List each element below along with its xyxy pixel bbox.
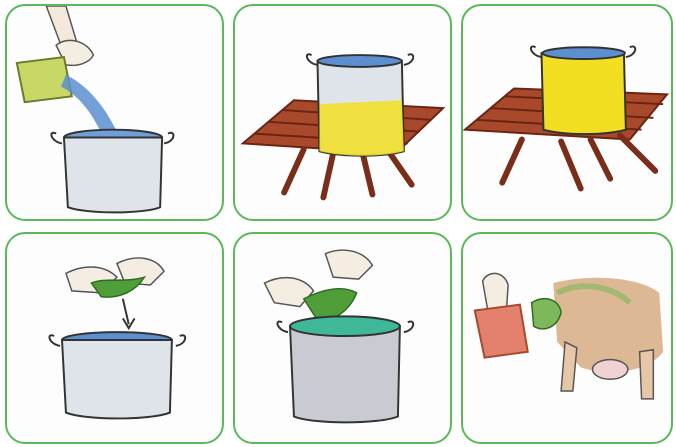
pot-icon <box>62 340 172 418</box>
pot-handle-right <box>164 133 173 144</box>
pot-handle-left <box>277 322 288 333</box>
panel-feed-cow <box>461 232 673 444</box>
hand-shape-right <box>325 250 372 279</box>
pot-handle-right <box>176 335 185 346</box>
feed-cow-drawing <box>463 234 671 442</box>
panel-stir-herbs <box>233 232 452 444</box>
pot-icon <box>64 138 162 213</box>
panel-boiling <box>461 4 673 221</box>
fire-flames <box>319 100 403 155</box>
pot-on-fire-drawing <box>235 6 450 219</box>
cow-udder <box>593 360 628 380</box>
pour-water-drawing <box>7 6 222 219</box>
boiling-drawing <box>463 6 671 219</box>
pot-rim <box>317 55 401 67</box>
pot-handle-right <box>404 54 413 65</box>
panel-add-herbs <box>5 232 224 444</box>
pot-handle-left <box>307 54 318 65</box>
pot-handle-left <box>49 335 60 346</box>
pot-handle-left <box>51 133 62 144</box>
jug-icon <box>17 57 72 102</box>
pot-icon <box>541 53 625 134</box>
pot-handle-right <box>404 322 413 333</box>
panel-pour-water <box>5 4 224 221</box>
pot-rim-green-liquid <box>290 316 400 336</box>
fire-logs <box>502 136 655 189</box>
pot-rim <box>542 47 624 59</box>
add-herbs-drawing <box>7 234 222 442</box>
pot-handle-right <box>626 46 635 57</box>
fire-logs <box>284 149 412 197</box>
stir-herbs-drawing <box>235 234 450 442</box>
panel-pot-on-fire <box>233 4 452 221</box>
bucket-icon <box>475 305 528 358</box>
pot-icon <box>290 326 400 422</box>
pot-handle-left <box>531 46 542 57</box>
